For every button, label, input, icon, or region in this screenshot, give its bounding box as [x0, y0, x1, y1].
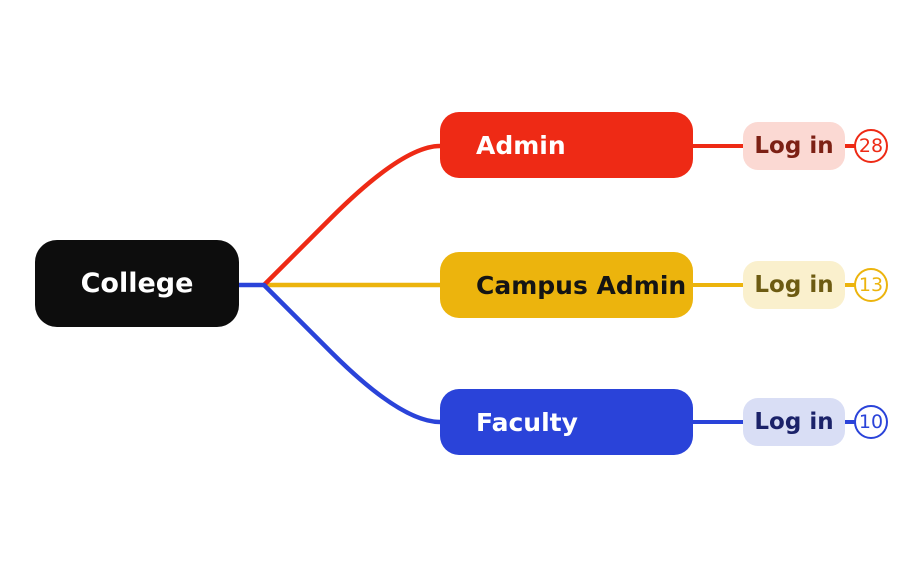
node-faculty-login[interactable]: Log in: [743, 398, 845, 446]
node-campus-admin-label: Campus Admin: [476, 270, 687, 300]
node-campus-admin-login[interactable]: Log in: [743, 261, 845, 309]
node-admin-login[interactable]: Log in: [743, 122, 845, 170]
node-college[interactable]: College: [35, 240, 239, 327]
node-admin-label: Admin: [476, 130, 566, 160]
collapsed-count-badge-faculty[interactable]: 10: [854, 405, 888, 439]
node-campus-admin-login-label: Log in: [754, 272, 834, 298]
connector-admin-branch: [261, 143, 443, 288]
node-admin-login-label: Log in: [754, 133, 834, 159]
collapsed-count-badge-admin[interactable]: 28: [854, 129, 888, 163]
node-faculty-label: Faculty: [476, 407, 578, 437]
node-faculty-login-label: Log in: [754, 409, 834, 435]
node-admin[interactable]: Admin: [440, 112, 693, 178]
collapsed-count-badge-campus-admin[interactable]: 13: [854, 268, 888, 302]
node-campus-admin[interactable]: Campus Admin: [440, 252, 693, 318]
node-faculty[interactable]: Faculty: [440, 389, 693, 455]
node-college-label: College: [80, 268, 194, 299]
connector-faculty-branch: [235, 282, 443, 425]
